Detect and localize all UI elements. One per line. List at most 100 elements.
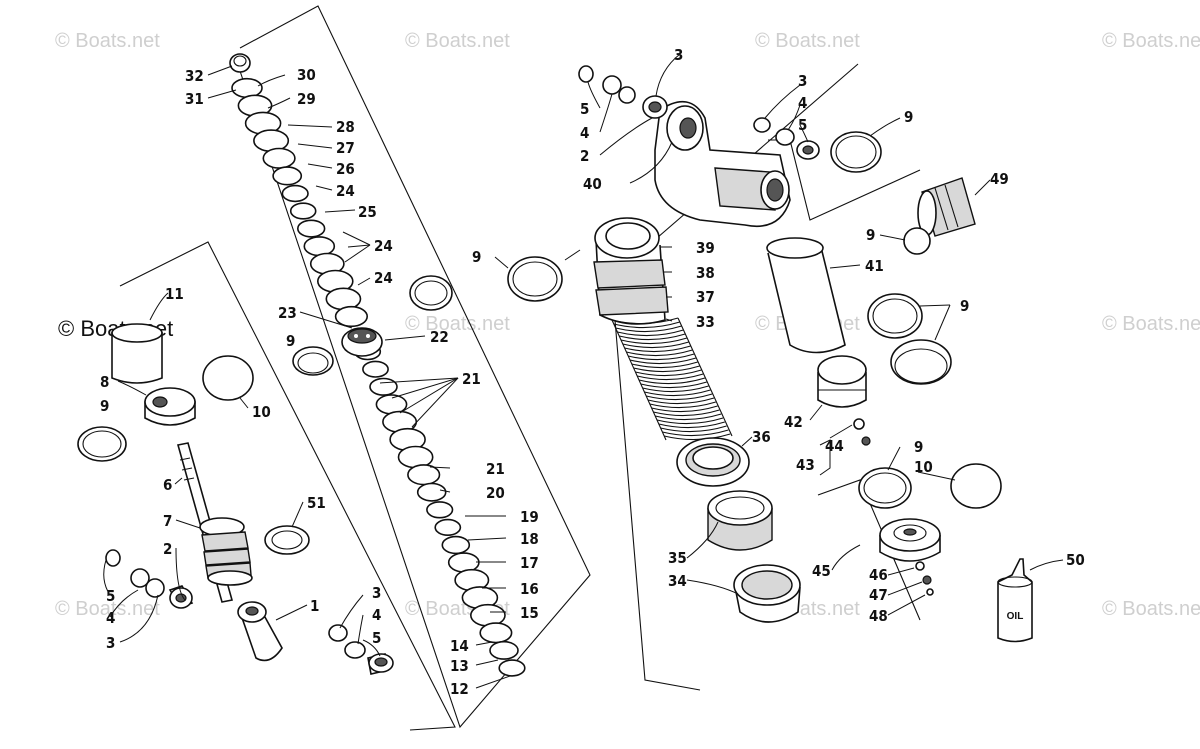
bushing-set-top — [578, 65, 668, 119]
coil-turn — [640, 381, 707, 389]
callout-7: 7 — [163, 512, 172, 530]
coil-turn — [664, 433, 731, 441]
clip-51 — [264, 525, 310, 555]
callout-3: 3 — [106, 634, 115, 652]
callout-3: 3 — [674, 46, 683, 64]
callout-10: 10 — [252, 403, 271, 421]
callout-11: 11 — [165, 285, 184, 303]
adjuster-49 — [917, 177, 976, 237]
callout-49: 49 — [990, 170, 1009, 188]
callout-4: 4 — [372, 606, 381, 624]
callout-4: 4 — [580, 124, 589, 142]
watermark: © Boats.net — [405, 30, 510, 52]
callout-37: 37 — [696, 288, 715, 306]
valve-stack — [229, 53, 251, 73]
callout-48: 48 — [869, 607, 888, 625]
shim-washer — [231, 77, 263, 99]
bushing-set-top-right — [753, 117, 820, 160]
callout-39: 39 — [696, 239, 715, 257]
callout-33: 33 — [696, 313, 715, 331]
callout-47: 47 — [869, 586, 888, 604]
floating-piston-42 — [817, 355, 867, 408]
callout-5: 5 — [580, 100, 589, 118]
shim-washer — [334, 305, 369, 328]
callout-44: 44 — [825, 437, 844, 455]
shim-washer — [498, 659, 526, 677]
callout-17: 17 — [520, 554, 539, 572]
coil-turn — [646, 393, 713, 401]
callout-22: 22 — [430, 328, 449, 346]
seal-ring — [409, 275, 453, 311]
shim-washer — [479, 622, 513, 644]
eye-1 — [237, 601, 283, 662]
callout-3: 3 — [372, 584, 381, 602]
ring-10 — [202, 355, 254, 401]
callout-21: 21 — [462, 370, 481, 388]
callout-5: 5 — [798, 116, 807, 134]
callout-12: 12 — [450, 680, 469, 698]
callout-13: 13 — [450, 657, 469, 675]
callout-51: 51 — [307, 494, 326, 512]
coil-turn — [613, 321, 680, 329]
ring-9-small — [903, 227, 931, 255]
seal-head-8 — [144, 387, 196, 426]
callout-21: 21 — [486, 460, 505, 478]
watermarks: © Boats.net © Boats.net © Boats.net © Bo… — [55, 30, 1200, 620]
callout-2: 2 — [580, 147, 589, 165]
coil-turn — [642, 385, 709, 393]
callout-labels: 32 31 30 29 28 27 26 24 25 24 24 23 22 9… — [100, 46, 1085, 698]
coil-turn — [644, 389, 711, 397]
callout-25: 25 — [358, 203, 377, 221]
callout-16: 16 — [520, 580, 539, 598]
reservoir-frame — [817, 479, 921, 621]
shim-washer — [407, 464, 441, 486]
coil-turn — [633, 365, 700, 373]
watermark: © Boats.net — [1102, 598, 1200, 620]
ring-9-cap — [858, 467, 912, 509]
callout-28: 28 — [336, 118, 355, 136]
callout-9: 9 — [904, 108, 913, 126]
coil-turn — [658, 421, 725, 429]
ring-9-right — [867, 293, 923, 339]
coil-turn — [622, 341, 689, 349]
callout-43: 43 — [796, 456, 815, 474]
coil-edge — [611, 319, 667, 441]
ring-10-cap — [950, 463, 1002, 509]
callout-36: 36 — [752, 428, 771, 446]
callout-3: 3 — [798, 72, 807, 90]
coil-spring-33 — [611, 317, 733, 441]
callout-41: 41 — [865, 257, 884, 275]
coil-turn — [660, 425, 727, 433]
shim-washer — [303, 236, 336, 257]
coil-turn — [647, 397, 715, 405]
callout-10: 10 — [914, 458, 933, 476]
callout-24: 24 — [374, 269, 393, 287]
shim-washer — [434, 518, 462, 537]
piston — [341, 327, 383, 357]
watermark: © Boats.net — [55, 598, 160, 620]
coil-turn — [617, 329, 684, 337]
shim-washer — [441, 535, 471, 555]
callout-31: 31 — [185, 90, 204, 108]
callout-5: 5 — [106, 587, 115, 605]
callout-20: 20 — [486, 484, 505, 502]
coil-turn — [624, 345, 691, 353]
coil-turn — [626, 349, 693, 357]
callout-15: 15 — [520, 604, 539, 622]
callout-9: 9 — [286, 332, 295, 350]
coil-turn — [635, 369, 702, 377]
valve-parts-46-48 — [915, 561, 934, 596]
shim-washer — [416, 482, 447, 502]
shim-washer — [426, 501, 454, 519]
callout-42: 42 — [784, 413, 803, 431]
callout-9: 9 — [914, 438, 923, 456]
watermark: © Boats.net — [405, 313, 510, 335]
callout-6: 6 — [163, 476, 172, 494]
callout-9: 9 — [100, 397, 109, 415]
callout-23: 23 — [278, 304, 297, 322]
shim-washer — [289, 202, 317, 220]
watermark: © Boats.net — [55, 30, 160, 52]
callout-24: 24 — [374, 237, 393, 255]
retainer-34 — [733, 564, 801, 623]
